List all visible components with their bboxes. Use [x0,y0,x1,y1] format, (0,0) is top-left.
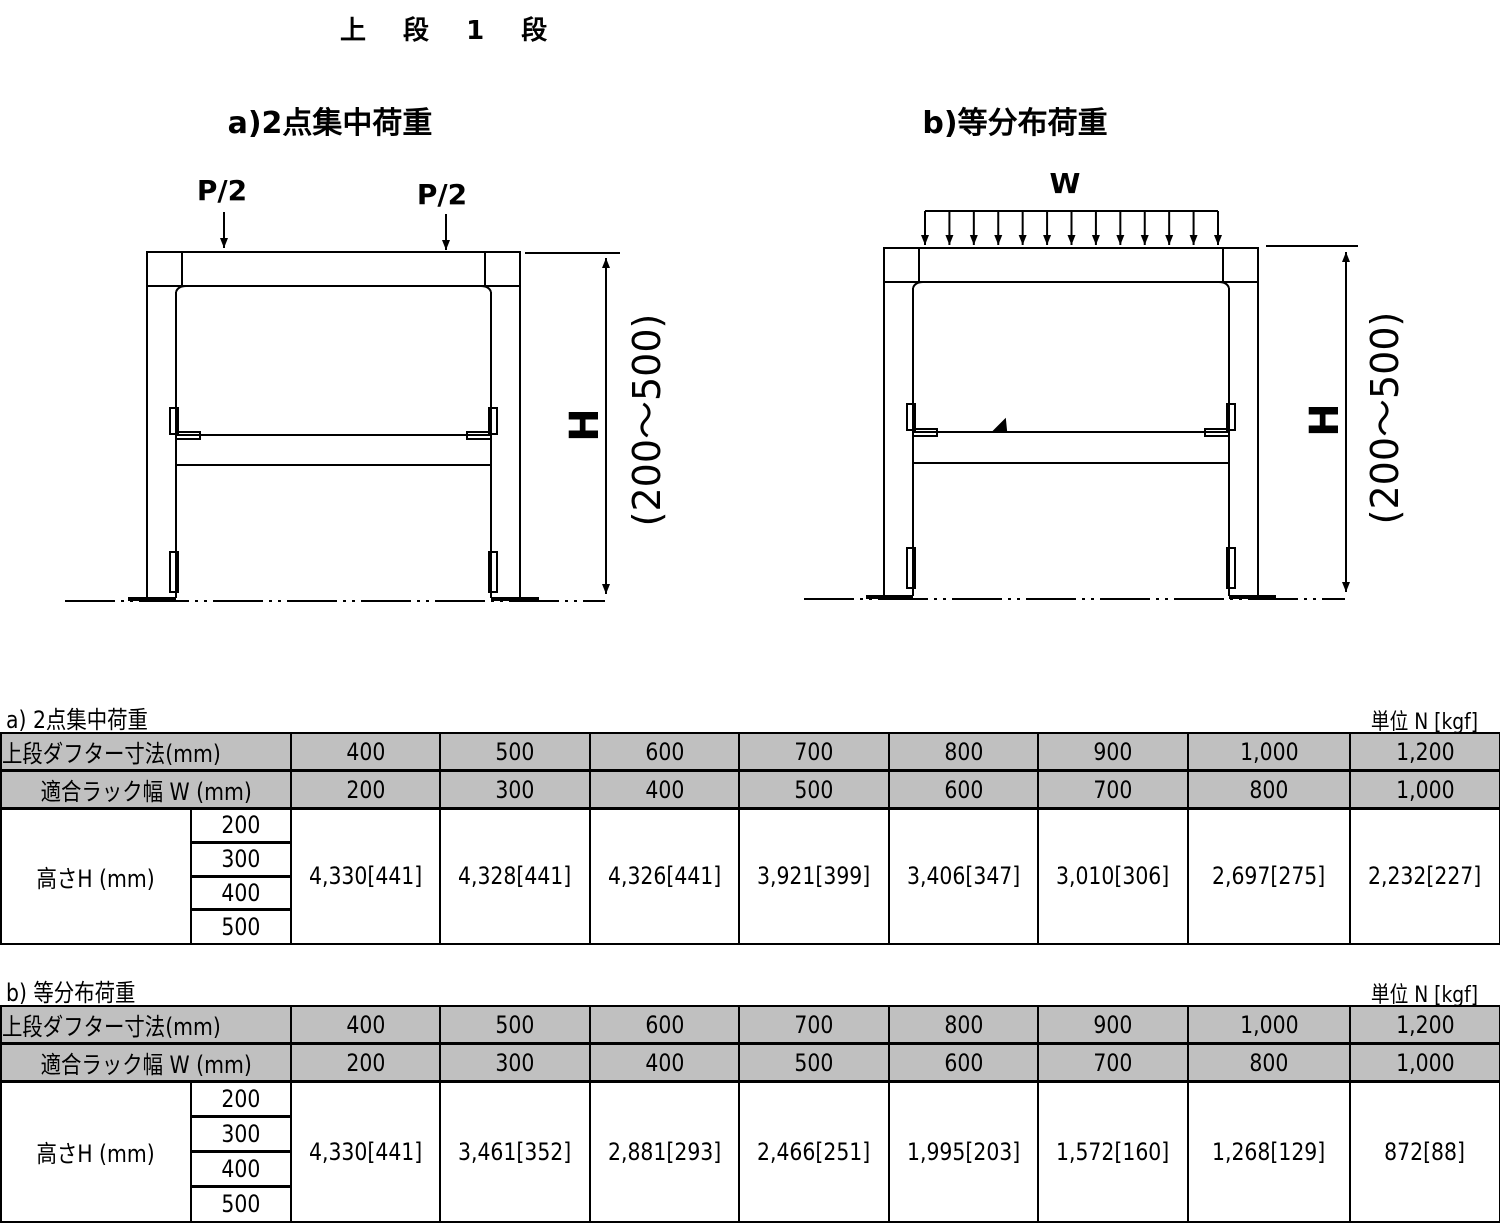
load-value-cell: 1,572[160] [1056,1137,1170,1166]
height-row: 500 [1,908,1500,945]
duct-size-cell: 1,200 [1395,1010,1455,1039]
range-label-b: (200～500) [1363,312,1407,525]
diagram-a-title: a)2点集中荷重 [228,106,433,141]
duct-size-cell: 1,000 [1239,737,1299,766]
duct-size-cell: 500 [495,737,535,766]
load-label-left: P/2 [197,174,247,207]
height-value: 300 [221,845,261,874]
rack-width-cell: 200 [346,1048,385,1077]
height-row: 400 [1,875,1500,912]
rack-width-cell: 1,000 [1395,775,1455,804]
load-value-cell: 4,328[441] [458,862,572,891]
load-value-cell: 2,881[293] [607,1137,722,1166]
row-header: 上段ダフター寸法(mm) [2,740,221,768]
load-value-cell: 2,232[227] [1368,862,1482,891]
rack-width-cell: 800 [1249,775,1289,804]
rack-width-cell: 1,000 [1395,1048,1455,1077]
height-row: 高さH (mm) 200 4,330[441] 4,328[441] 4,326[441… [0,807,1500,945]
diagram-b: b)等分布荷重 W H (200～500) [804,106,1407,600]
page-title: 上 段 1 段 [340,16,562,46]
unit-label: 単位 N [kgf] [1370,710,1478,735]
duct-size-cell: 700 [794,1010,834,1039]
load-value-cell: 3,406[347] [906,862,1021,891]
row-header: 適合ラック幅 W (mm) [40,778,252,806]
duct-size-cell: 600 [645,1010,684,1039]
rack-width-cell: 500 [794,1048,834,1077]
duct-size-cell: 400 [346,1010,385,1039]
load-value-cell: 2,466[251] [757,1137,871,1166]
duct-size-cell: 1,000 [1239,1010,1299,1039]
diagrams: a)2点集中荷重 P/2 P/2 H (200～500) b)等分布荷重 W H… [65,106,1407,602]
height-value: 400 [221,878,261,907]
diagram-b-title: b)等分布荷重 [922,106,1107,141]
load-label-right: P/2 [417,178,467,211]
height-label-a: H [562,408,608,441]
height-value: 200 [221,1085,261,1113]
row-header: 適合ラック幅 W (mm) [40,1051,252,1079]
load-table: 上段ダフター寸法(mm) 400 500 600 700 800 900 1,000 1,200… [0,732,1500,945]
load-value-cell: 3,461[352] [458,1137,572,1166]
table-caption: a) 2点集中荷重 [6,706,148,734]
load-value-cell: 3,010[306] [1056,862,1170,891]
table-caption: b) 等分布荷重 [6,979,136,1007]
height-value: 500 [221,1190,261,1219]
height-row: 300 [1,841,1500,878]
duct-size-cell: 500 [495,1010,535,1039]
rack-width-cell: 700 [1093,775,1133,804]
distributed-load-arrows-icon [921,211,1222,245]
rack-width-cell: 400 [645,1048,684,1077]
duct-size-cell: 900 [1093,1010,1133,1039]
height-row: 高さH (mm) 200 4,330[441] 3,461[352] 2,881[293… [0,1080,1500,1223]
height-row: 400 [1,1150,1500,1188]
rack-width-cell: 300 [495,775,535,804]
height-value: 500 [221,912,261,941]
rack-width-cell: 600 [944,775,983,804]
height-row: 300 [1,1115,1500,1153]
duct-size-cell: 800 [944,737,983,766]
rack-width-cell: 400 [645,775,684,804]
duct-size-cell: 800 [944,1010,983,1039]
load-label-w: W [1050,167,1081,200]
height-value: 300 [221,1120,261,1148]
duct-size-row: 上段ダフター寸法(mm) 400 500 600 700 800 900 1,000 1,200 [0,732,1500,772]
load-value-cell: 4,330[441] [308,1137,423,1166]
duct-size-cell: 400 [346,737,385,766]
unit-label: 単位 N [kgf] [1370,983,1478,1008]
load-value-cell: 3,921[399] [757,862,871,891]
range-label-a: (200～500) [625,314,669,527]
rack-width-cell: 500 [794,775,834,804]
height-value: 400 [221,1155,261,1183]
rack-width-cell: 200 [346,775,385,804]
height-value: 200 [221,811,261,840]
height-label: 高さH (mm) [36,864,156,893]
duct-size-cell: 900 [1093,737,1133,766]
rack-width-cell: 300 [495,1048,535,1077]
rack-width-cell: 800 [1249,1048,1289,1077]
load-value-cell: 4,326[441] [607,862,722,891]
rack-width-cell: 700 [1093,1048,1133,1077]
rack-width-row: 適合ラック幅 W (mm) 200 300 400 500 600 700 800 1,000 [0,1042,1500,1083]
duct-size-cell: 600 [645,737,684,766]
load-value-cell: 1,995[203] [906,1137,1021,1166]
duct-size-row: 上段ダフター寸法(mm) 400 500 600 700 800 900 1,000 1,200 [0,1005,1500,1045]
diagram-a: a)2点集中荷重 P/2 P/2 H (200～500) [65,106,669,602]
row-header: 上段ダフター寸法(mm) [2,1013,221,1041]
load-value-cell: 1,268[129] [1212,1137,1326,1166]
rack-width-row: 適合ラック幅 W (mm) 200 300 400 500 600 700 800 1,000 [0,769,1500,810]
rack-width-cell: 600 [944,1048,983,1077]
load-value-cell: 2,697[275] [1212,862,1326,891]
duct-size-cell: 700 [794,737,834,766]
height-label: 高さH (mm) [36,1140,156,1169]
load-value-cell: 4,330[441] [308,862,423,891]
load-table: 上段ダフター寸法(mm) 400 500 600 700 800 900 1,000 1,200… [0,1005,1500,1223]
duct-size-cell: 1,200 [1395,737,1455,766]
load-value-cell: 872[88] [1384,1137,1466,1166]
height-label-b: H [1302,403,1348,436]
